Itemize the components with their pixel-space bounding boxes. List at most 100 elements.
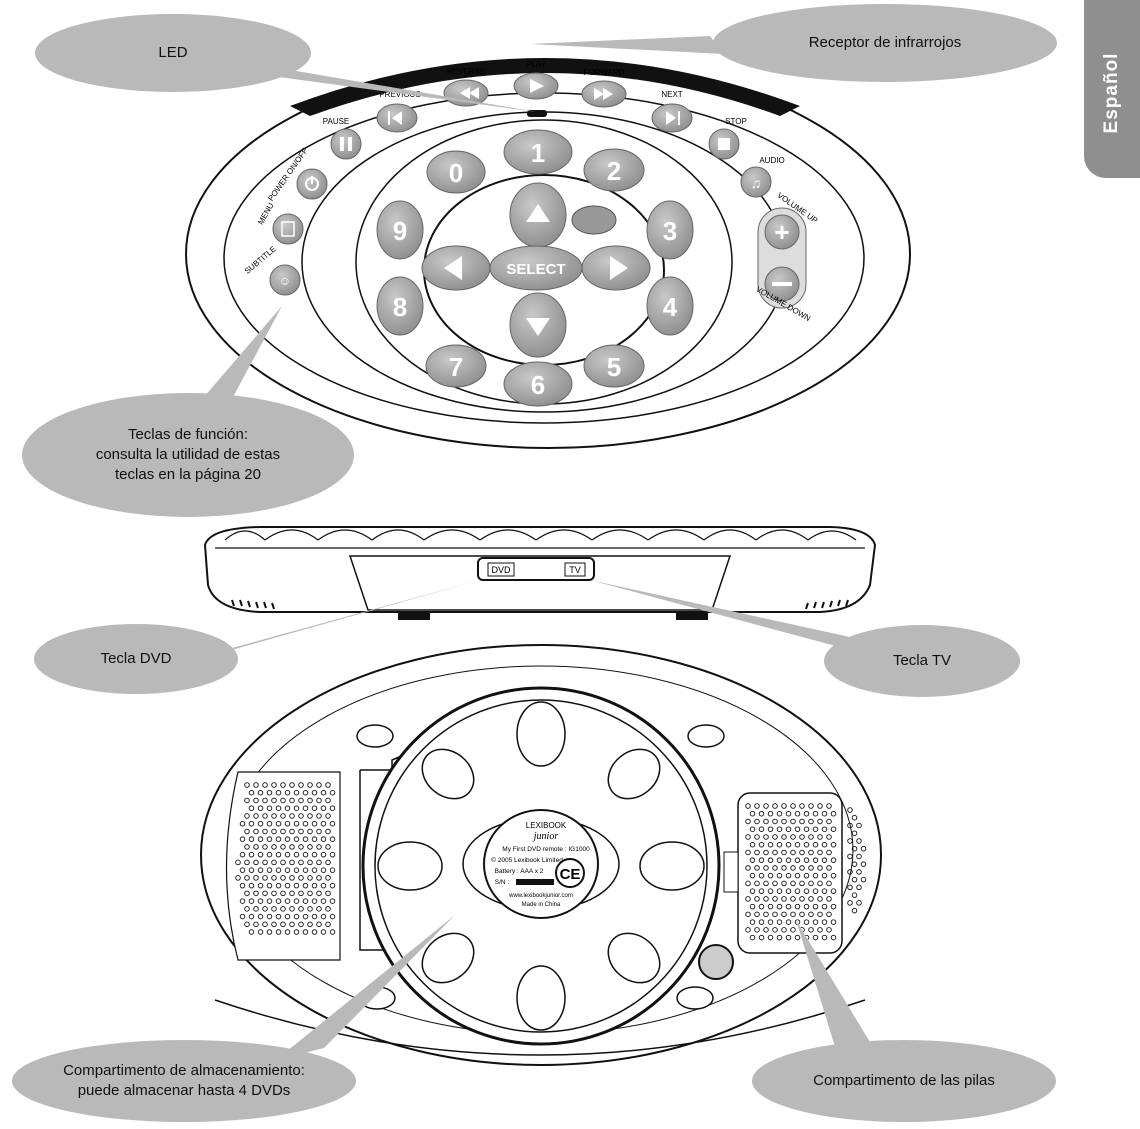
grille-hole <box>851 861 858 867</box>
grille-hole <box>785 841 792 848</box>
number-key-0[interactable]: 0 <box>426 150 486 194</box>
grille-hole <box>817 865 823 871</box>
arrow-left-icon <box>444 256 462 280</box>
grille-hole <box>745 927 751 933</box>
grille-hole <box>325 906 331 912</box>
grille-hole <box>763 927 769 933</box>
grille-hole <box>763 911 769 918</box>
grille-hole <box>307 844 313 850</box>
volume-up-button[interactable]: + <box>764 214 800 250</box>
grille-hole <box>781 927 787 933</box>
led-callout-text: LED <box>158 44 188 61</box>
grille-hole <box>244 828 250 835</box>
grille-hole <box>745 818 751 825</box>
menu-button[interactable] <box>272 213 304 245</box>
grille-hole <box>749 826 756 832</box>
grille-hole <box>803 888 810 894</box>
audio-button[interactable]: ♫ <box>740 166 772 198</box>
number-key-9[interactable]: 9 <box>376 200 424 260</box>
number-key-3[interactable]: 3 <box>646 200 694 260</box>
label-copyright: © 2005 Lexibook Limited <box>491 856 563 864</box>
grille-hole <box>812 857 819 863</box>
grille-hole <box>758 857 765 863</box>
grille-hole <box>808 849 814 856</box>
grille-hole <box>262 906 268 912</box>
grille-hole <box>826 803 832 809</box>
tv-key-callout: Tecla TV <box>824 625 1020 697</box>
number-key-5[interactable]: 5 <box>583 344 645 388</box>
play-button[interactable] <box>513 72 559 100</box>
number-key-4[interactable]: 4 <box>646 276 694 336</box>
grille-hole <box>821 888 828 894</box>
previous-button[interactable] <box>376 103 418 133</box>
grille-hole <box>754 834 760 840</box>
grille-hole <box>851 814 858 821</box>
dvd-button[interactable]: DVD <box>487 562 515 577</box>
grille-hole <box>851 876 858 883</box>
grille-hole <box>772 803 778 809</box>
power-button[interactable] <box>296 168 328 200</box>
grille-hole <box>266 898 273 904</box>
grille-hole <box>302 805 309 811</box>
right-grille-dots <box>847 807 867 914</box>
grille-hole <box>776 888 783 894</box>
grille-hole <box>325 813 331 819</box>
grille-hole <box>298 859 304 866</box>
grille-hole <box>767 857 774 863</box>
next-button[interactable] <box>651 103 693 133</box>
grille-hole <box>830 934 837 941</box>
grille-hole <box>320 836 327 842</box>
grille-hole <box>856 838 862 844</box>
stop-button[interactable] <box>708 128 740 160</box>
forward-button[interactable] <box>581 80 627 108</box>
grille-hole <box>812 826 819 832</box>
grille-hole <box>253 844 259 850</box>
number-key-7[interactable]: 7 <box>425 344 487 388</box>
grille-hole <box>329 805 336 811</box>
pause-button[interactable] <box>330 128 362 160</box>
grille-hole <box>794 841 801 848</box>
volume-down-button[interactable] <box>764 266 800 302</box>
grille-hole <box>781 896 787 902</box>
grille-hole <box>856 869 862 875</box>
ir-callout-text: Receptor de infrarrojos <box>808 34 962 51</box>
grille-hole <box>817 849 823 856</box>
label-sub-brand: junior <box>532 831 559 842</box>
grille-hole <box>275 929 282 935</box>
grille-hole <box>248 820 255 827</box>
grille-hole <box>271 890 277 897</box>
grille-hole <box>280 890 286 897</box>
subtitle-button[interactable]: ☺ <box>269 264 301 296</box>
grille-hole <box>293 836 300 842</box>
grille-hole <box>311 867 318 873</box>
grille-hole <box>298 890 304 897</box>
grille-hole <box>799 803 805 809</box>
arrow-up-icon <box>526 204 550 222</box>
grille-hole <box>754 818 760 825</box>
grille-hole <box>808 865 814 871</box>
grille-hole <box>749 872 756 879</box>
grille-hole <box>262 859 268 866</box>
number-key-2[interactable]: 2 <box>583 148 645 192</box>
select-button[interactable] <box>489 245 583 291</box>
number-key-8[interactable]: 8 <box>376 276 424 336</box>
grille-hole <box>280 844 286 850</box>
grille-hole <box>851 907 858 914</box>
grille-hole <box>239 820 246 827</box>
lexibook-logo-badge <box>571 205 617 235</box>
tv-button[interactable]: TV <box>564 562 586 577</box>
grille-hole <box>776 810 783 817</box>
grille-hole <box>284 820 291 827</box>
grille-hole <box>244 844 250 850</box>
grille-hole <box>790 834 796 840</box>
number-key-6[interactable]: 6 <box>503 361 573 407</box>
grille-hole <box>826 927 832 933</box>
label-origin: Made in China <box>522 902 561 908</box>
grille-hole <box>271 782 277 788</box>
grille-hole <box>794 810 801 817</box>
grille-hole <box>320 851 327 858</box>
grille-hole <box>812 919 819 925</box>
grille-hole <box>799 896 805 902</box>
number-key-1[interactable]: 1 <box>503 129 573 175</box>
grille-hole <box>758 841 765 848</box>
